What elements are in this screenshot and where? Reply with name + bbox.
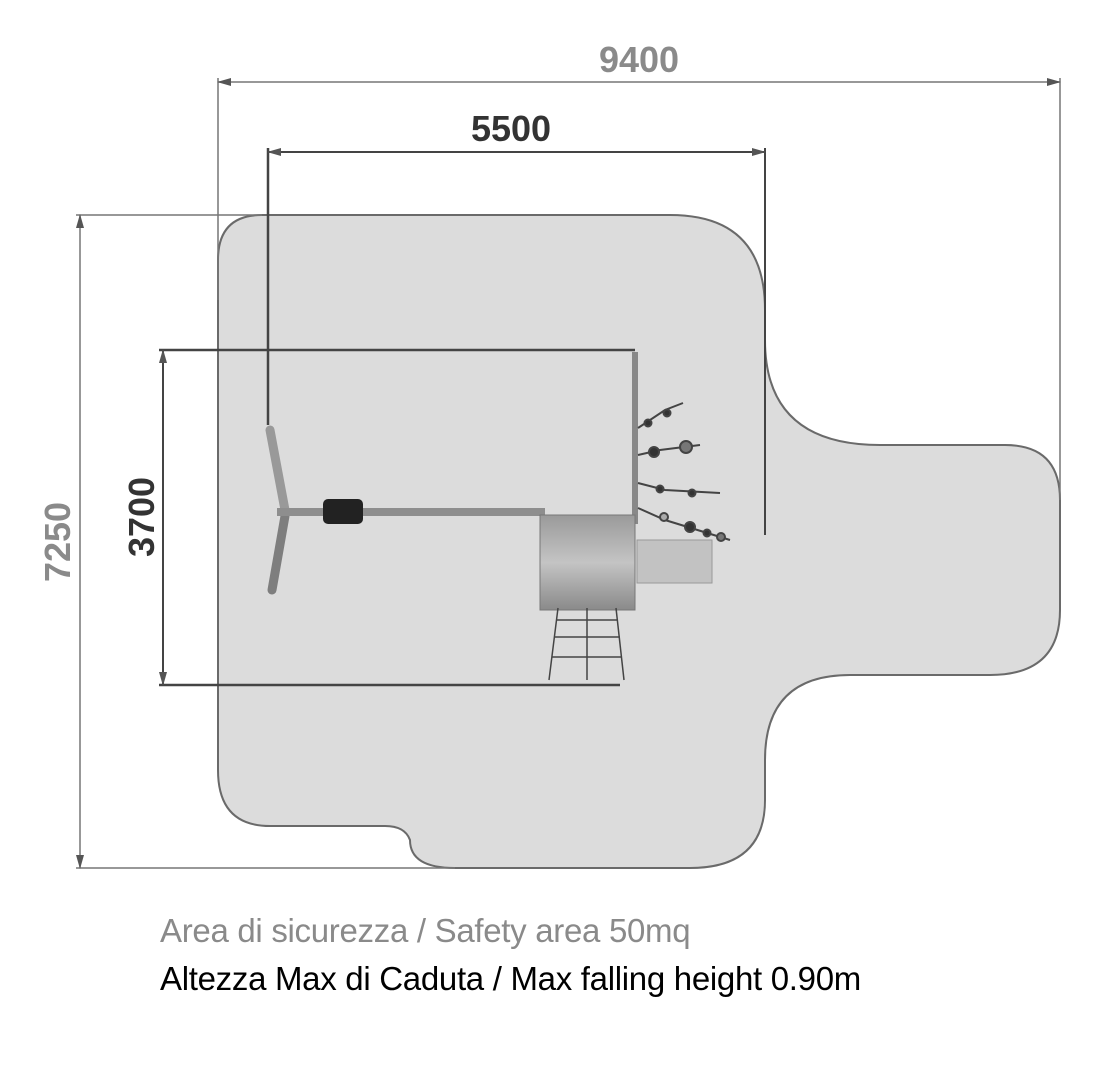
dim-label-9400: 9400 — [599, 39, 679, 80]
dim-label-3700: 3700 — [121, 477, 162, 557]
dim-label-5500: 5500 — [471, 108, 551, 149]
seat — [323, 499, 363, 524]
safety-area-caption: Area di sicurezza / Safety area 50mq — [160, 912, 691, 949]
dim-label-7250: 7250 — [37, 502, 78, 582]
play-equipment — [265, 352, 731, 681]
extension-lines — [76, 78, 1061, 869]
max-falling-height-caption: Altezza Max di Caduta / Max falling heig… — [160, 960, 861, 997]
